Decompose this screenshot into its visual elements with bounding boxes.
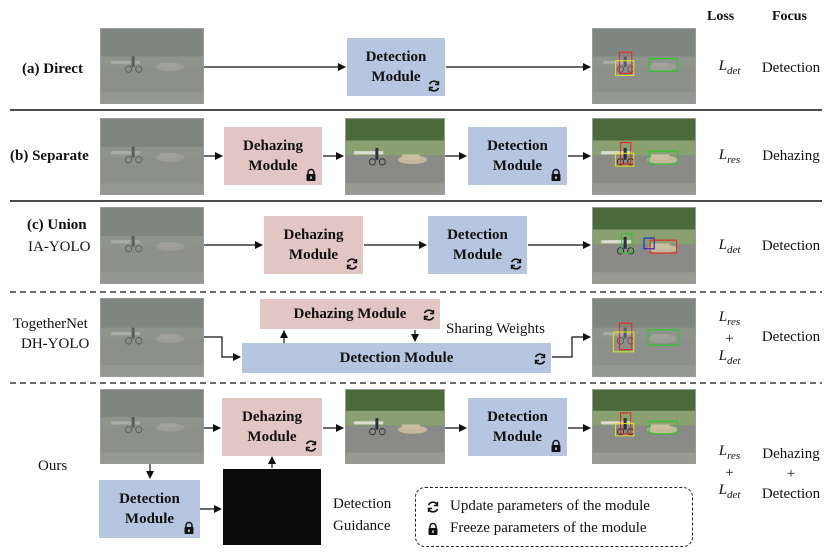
loss-formula: Ldet	[718, 58, 741, 77]
hazy-input-image	[100, 389, 204, 464]
row-label-direct: (a) Direct	[22, 61, 83, 77]
loss-column-header: Loss	[707, 9, 735, 24]
legend-freeze-text: Freeze parameters of the module	[450, 520, 647, 536]
row-label-ours: Ours	[38, 458, 68, 474]
legend-update-text: Update parameters of the module	[450, 498, 650, 514]
loss-formula: Lres	[718, 147, 741, 166]
hazy-input-image	[100, 298, 204, 377]
detection-result-image	[592, 298, 696, 377]
hazy-input-image	[100, 28, 204, 104]
loss-formula: Lres + Ldet	[718, 443, 741, 501]
lock-icon	[184, 521, 194, 534]
refresh-icon	[510, 258, 522, 270]
dehazed-image	[345, 389, 445, 464]
lock-icon	[551, 168, 561, 181]
loss-formula: Ldet	[718, 237, 741, 256]
lock-icon	[551, 439, 561, 452]
refresh-icon	[534, 353, 546, 365]
detection-guidance-map	[223, 469, 321, 545]
sharing-weights-label: Sharing Weights	[446, 321, 545, 337]
focus-label: Dehazing+Detection	[761, 446, 821, 502]
focus-label: Detection	[761, 60, 821, 76]
focus-label: Detection	[761, 329, 821, 345]
method-label-togethernet: TogetherNet	[13, 316, 88, 332]
legend-box: Update parameters of the module Freeze p…	[415, 487, 693, 547]
refresh-icon	[305, 440, 317, 452]
method-label-dh-yolo: DH-YOLO	[21, 336, 90, 352]
detection-result-image	[592, 389, 696, 464]
row-label-union: (c) Union	[27, 217, 87, 233]
detection-result-image	[592, 207, 696, 284]
refresh-icon	[427, 500, 439, 513]
legend-update-row: Update parameters of the module	[426, 498, 650, 515]
detection-result-image	[592, 118, 696, 195]
hazy-input-image	[100, 118, 204, 195]
refresh-icon	[346, 258, 358, 270]
dehazing-module: Dehazing Module	[260, 299, 440, 329]
dehazed-image	[345, 118, 445, 195]
focus-column-header: Focus	[772, 9, 807, 24]
hazy-input-image	[100, 207, 204, 284]
detection-result-image	[592, 28, 696, 104]
focus-label: Dehazing	[762, 148, 820, 164]
lock-icon	[306, 168, 316, 181]
legend-freeze-row: Freeze parameters of the module	[426, 520, 647, 537]
row-label-separate: (b) Separate	[10, 148, 89, 164]
refresh-icon	[423, 309, 435, 321]
detection-module: Detection Module	[242, 343, 551, 373]
loss-formula: Lres + Ldet	[718, 309, 741, 367]
lock-icon	[428, 522, 438, 535]
method-label-ia-yolo: IA-YOLO	[28, 239, 91, 255]
refresh-icon	[428, 80, 440, 92]
focus-label: Detection	[761, 238, 821, 254]
